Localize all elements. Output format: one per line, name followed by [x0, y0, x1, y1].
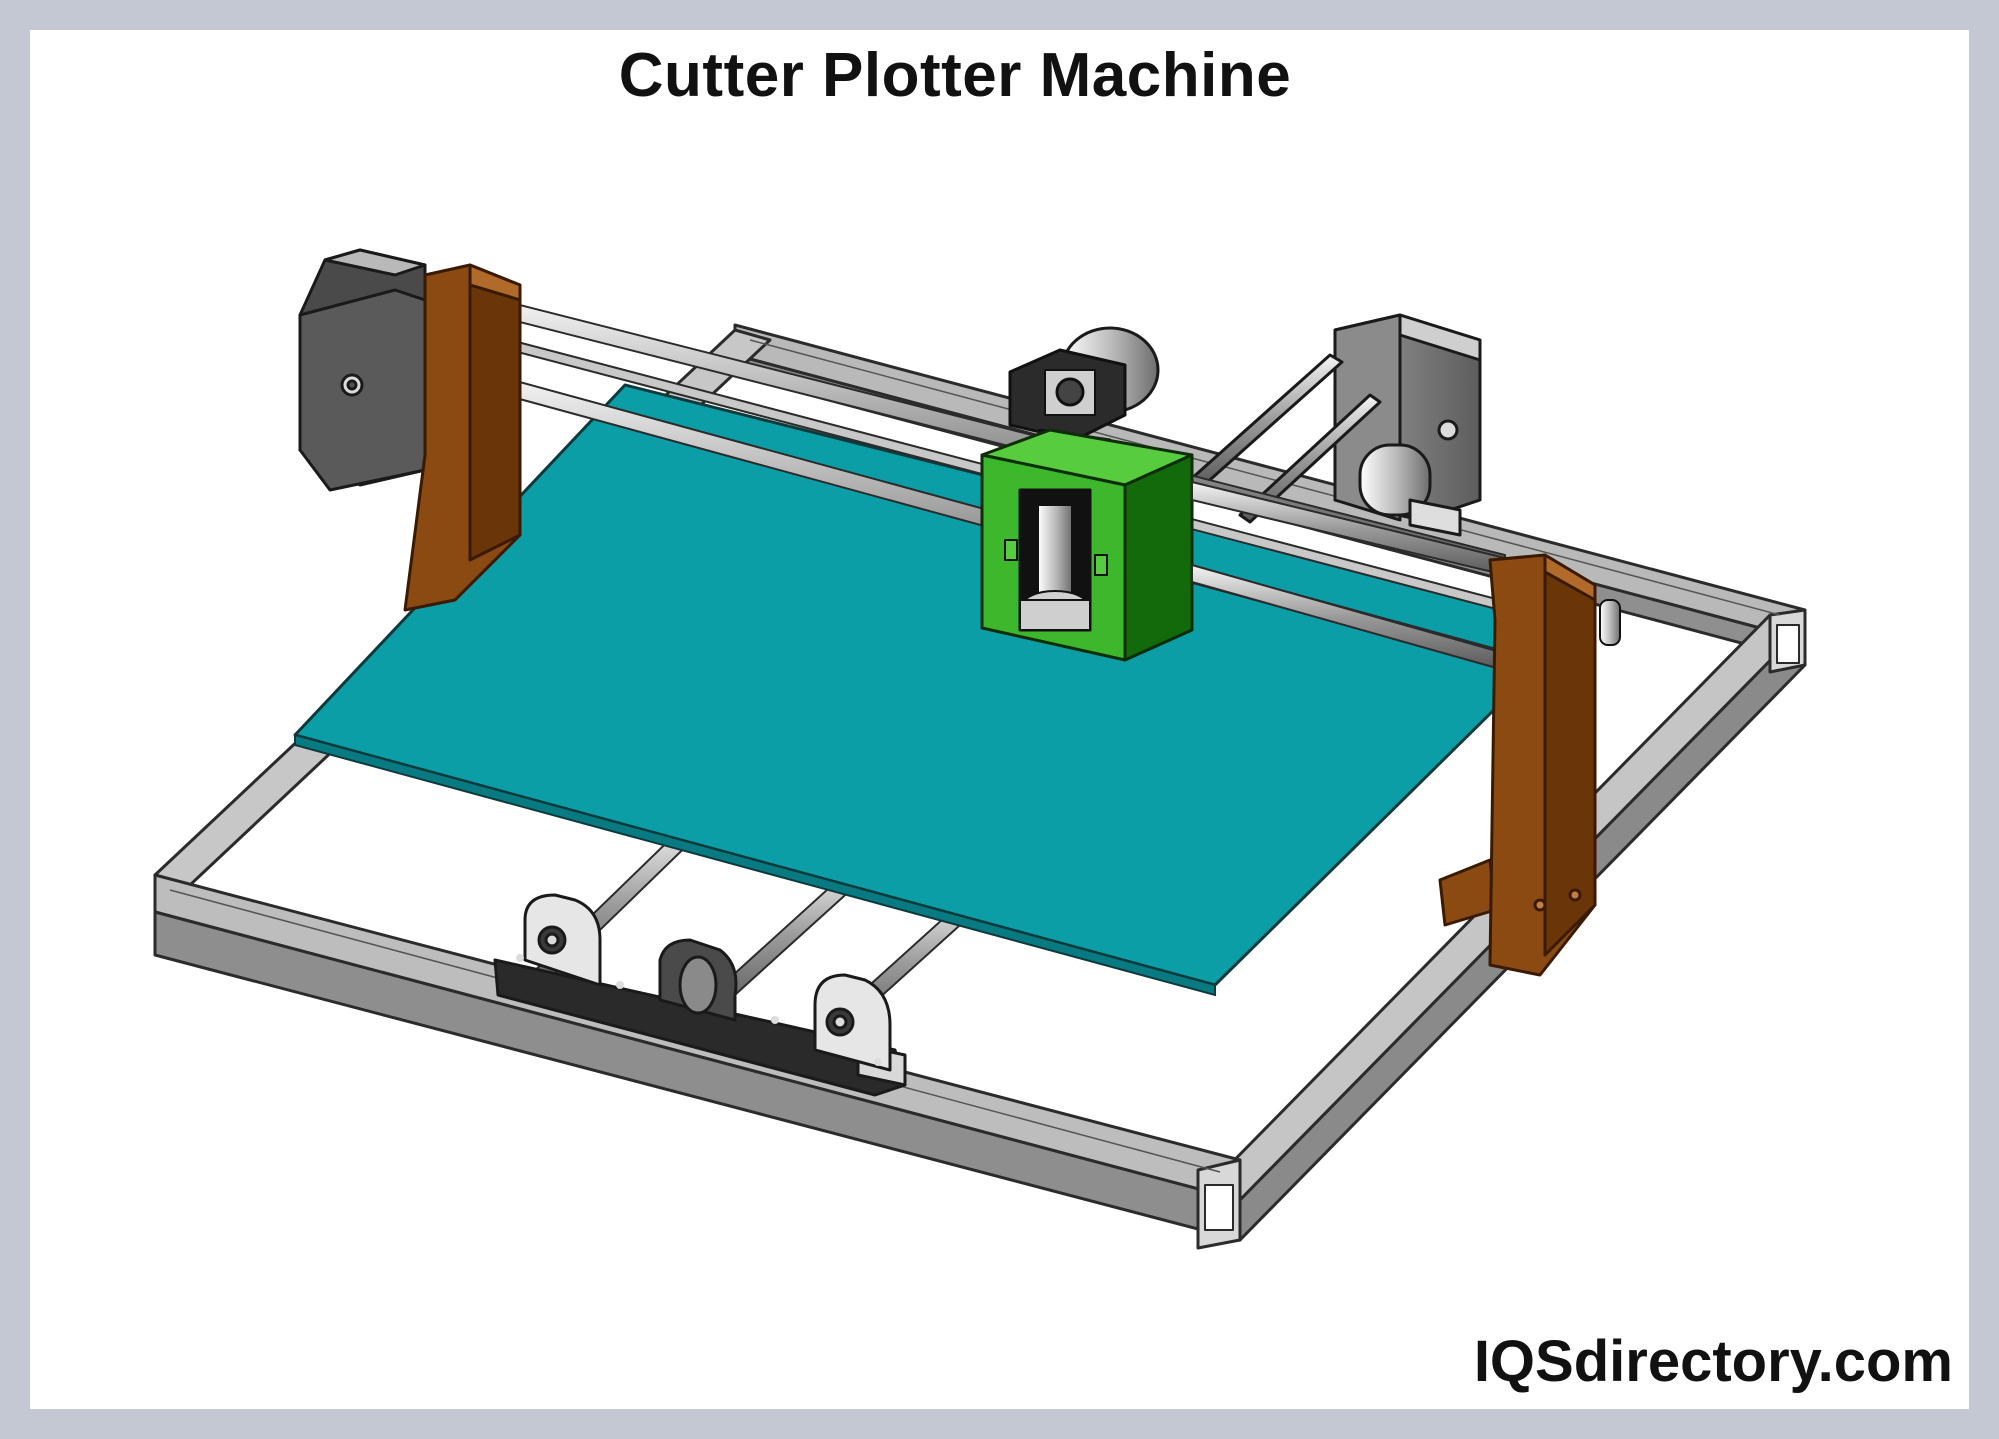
- side-bracket-left: [403, 263, 522, 612]
- stepper-motor-x-axis: [298, 248, 427, 492]
- cutting-mat-edge: [294, 733, 1216, 997]
- tool-carriage: [980, 326, 1194, 662]
- stepper-motor-y-axis: [1188, 313, 1482, 537]
- carriage-side: [1123, 453, 1194, 662]
- motor-shaft-icon: [1437, 419, 1459, 441]
- motor-face: [298, 288, 427, 492]
- front-bearing-assembly: [493, 893, 907, 1097]
- side-bracket-right: [1438, 553, 1621, 977]
- diagram-title: Cutter Plotter Machine: [618, 41, 1292, 110]
- watermark-logo-text: IQSdirectory.com: [1473, 1329, 1953, 1394]
